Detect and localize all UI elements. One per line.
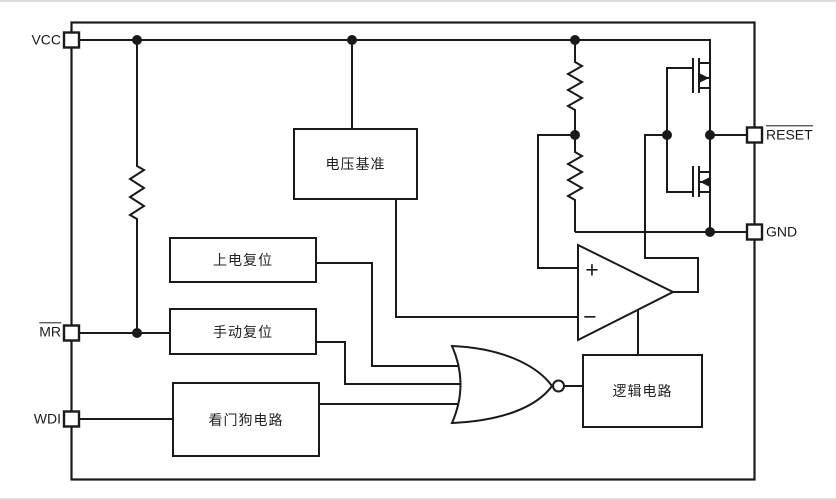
junction-dot [132,328,142,338]
junction-dot [570,35,580,45]
nor-inversion-bubble-icon [552,379,565,393]
pin-label-wdi: WDI [33,410,61,427]
block-logic: 逻辑电路 [582,354,703,428]
nmos-transistor-icon [692,166,710,197]
pin-terminals [62,31,764,428]
comparator-plus-sign: + [585,256,599,283]
wire-vref-to-minus [395,200,578,318]
pin-label-mr: MR [39,322,61,340]
wire-divider-to-plus [537,134,578,269]
pin-terminal-mr [62,324,81,342]
pin-terminal-reset [745,126,764,144]
pin-label-reset: RESET [766,125,813,143]
junction-dot [662,130,672,140]
block-voltage-reference-label: 电压基准 [325,156,386,172]
block-watchdog: 看门狗电路 [172,382,320,457]
wire-por-out [317,262,462,367]
image-top-edge [0,0,836,2]
pin-label-gnd: GND [766,223,798,240]
pin-terminal-gnd [745,223,764,241]
resistor-icon-mr-pullup [128,40,146,333]
pin-terminal-wdi [62,410,81,428]
block-manual-reset-label: 手动复位 [213,323,273,340]
wire-gate-rail [666,67,693,193]
junction-dot [570,130,580,140]
block-logic-label: 逻辑电路 [612,383,673,399]
wire-comp-to-gates [644,134,699,293]
pin-label-vcc: VCC [31,31,61,48]
wire-vcc-rail [79,39,711,63]
junction-dot [132,35,142,45]
pin-terminal-vcc [62,31,81,49]
comparator-icon [577,243,676,342]
pmos-body-arrow-icon [699,73,709,83]
block-voltage-reference: 电压基准 [293,128,418,200]
wire-manual-out [317,341,464,385]
block-power-on-reset-label: 上电复位 [213,252,273,268]
comparator-minus-sign: − [583,303,597,330]
ic-outline [70,21,756,481]
image-bottom-edge [0,498,836,500]
block-manual-reset: 手动复位 [169,308,317,355]
junction-dot [347,35,357,45]
nor-gate-icon [450,344,565,425]
block-watchdog-label: 看门狗电路 [208,411,284,428]
junction-dot [705,227,715,237]
junction-dot [705,130,715,140]
pmos-transistor-icon [692,58,710,93]
block-power-on-reset: 上电复位 [169,237,317,283]
nmos-body-arrow-icon [700,177,710,187]
junction-dots [132,35,715,338]
